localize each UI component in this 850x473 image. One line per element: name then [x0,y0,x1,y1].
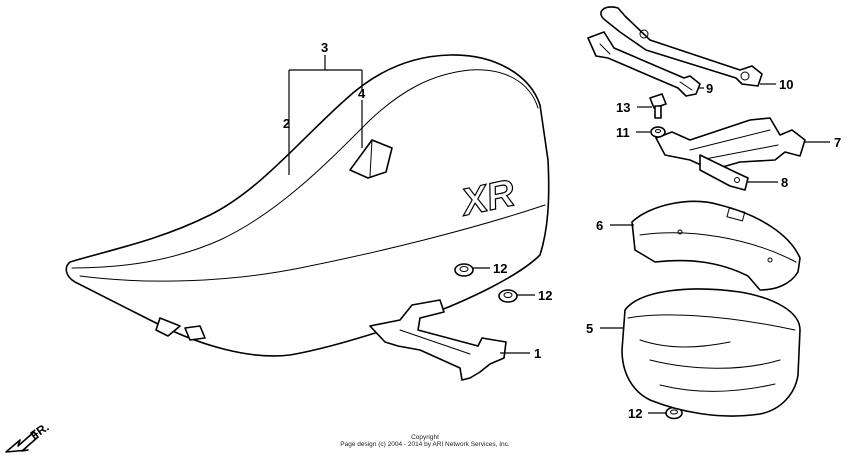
callout-3: 3 [321,40,328,55]
tool-strap[interactable] [699,154,749,191]
washer[interactable] [650,126,666,138]
callout-2: 2 [283,116,290,131]
callout-12-lower: 12 [628,406,642,421]
spark-plug-wrench[interactable] [587,31,701,97]
nut-upper[interactable] [454,263,474,277]
wrench[interactable] [600,6,763,87]
seat-bracket[interactable] [369,299,507,381]
leader-lines [288,55,830,414]
seat[interactable] [65,54,550,357]
callout-12-upper: 12 [493,261,507,276]
callout-12-middle: 12 [538,288,552,303]
tool-bag[interactable] [621,288,801,417]
bag-holder-plate[interactable] [631,200,801,291]
callout-10: 10 [779,77,793,92]
bolt[interactable] [649,93,667,119]
nut-middle[interactable] [498,289,518,303]
callout-5: 5 [586,321,593,336]
callout-11: 11 [616,125,630,140]
front-arrow-icon [5,431,39,453]
callout-13: 13 [616,100,630,115]
tool-holder-bracket[interactable] [655,117,806,171]
callout-1: 1 [534,346,541,361]
callout-7: 7 [834,135,841,150]
page-design-credit: Page design (c) 2004 - 2014 by ARI Netwo… [340,441,510,448]
callout-6: 6 [596,218,603,233]
callout-9: 9 [706,81,713,96]
callout-8: 8 [781,175,788,190]
callout-4: 4 [358,86,366,101]
copyright-line: Copyright [411,434,439,441]
